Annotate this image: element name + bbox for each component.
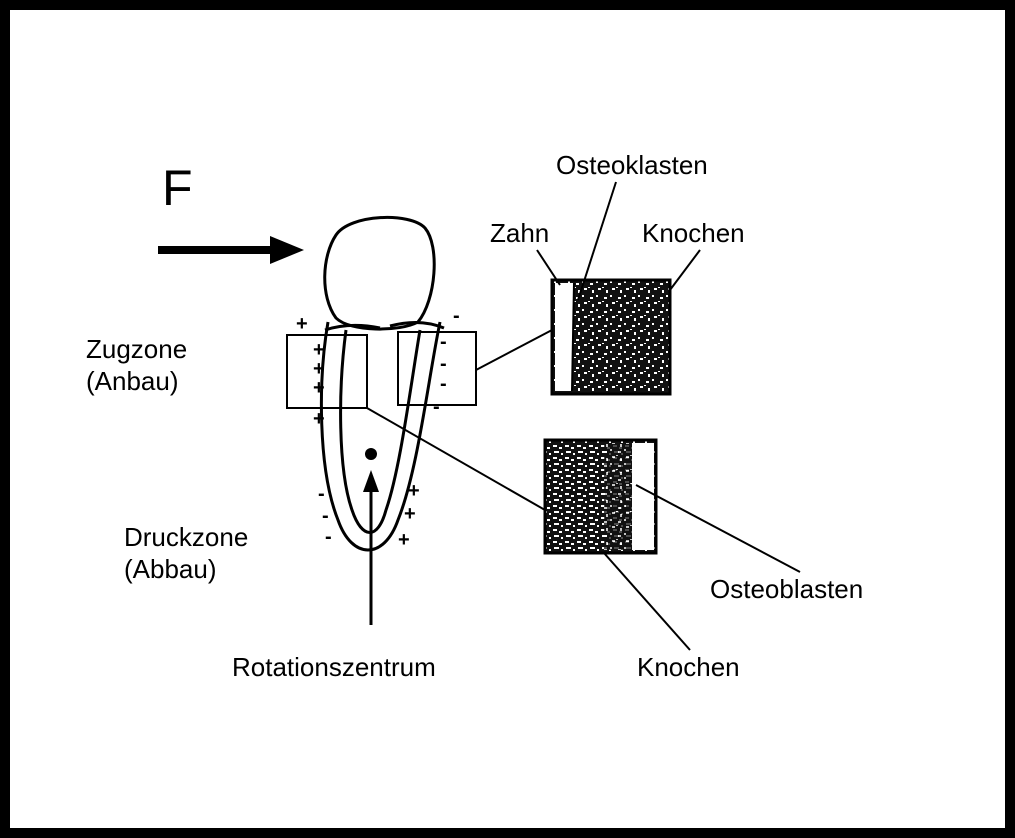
plus-sign: +	[313, 408, 325, 430]
rotation-center-dot	[365, 448, 377, 460]
plus-sign: +	[398, 529, 410, 551]
minus-sign: -	[440, 373, 447, 395]
bone-bottom-pointer	[604, 553, 690, 650]
osteoblasts-label: Osteoblasten	[710, 574, 863, 604]
bone-bottom-label: Knochen	[637, 652, 740, 682]
pressure-zone-label: Druckzone	[124, 522, 248, 552]
minus-sign: -	[453, 305, 460, 327]
rotation-center-label: Rotationszentrum	[232, 652, 436, 682]
plus-sign: +	[313, 377, 325, 399]
outer-border	[5, 5, 1010, 833]
minus-sign: -	[440, 331, 447, 353]
tooth-label: Zahn	[490, 218, 549, 248]
tension-zone-box	[287, 335, 367, 408]
minus-sign: -	[440, 353, 447, 375]
tooth-pointer	[537, 250, 560, 285]
tension-zone-note: (Anbau)	[86, 366, 179, 396]
tension-zone-label: Zugzone	[86, 334, 187, 364]
tension-detail-panel	[552, 280, 670, 394]
minus-sign: -	[322, 505, 329, 527]
minus-sign: -	[318, 483, 325, 505]
plus-sign: +	[408, 480, 420, 502]
tooth-root-outer	[321, 322, 440, 550]
osteoblasts-pointer	[636, 485, 800, 572]
minus-sign: -	[325, 526, 332, 548]
connector-line	[476, 330, 552, 370]
pressure-zone-note: (Abbau)	[124, 554, 217, 584]
bone-top-label: Knochen	[642, 218, 745, 248]
plus-sign: +	[296, 313, 308, 335]
force-label: F	[162, 160, 193, 216]
plus-sign: +	[404, 503, 416, 525]
tooth-crown	[325, 217, 434, 329]
connector-line	[367, 408, 545, 510]
force-arrow	[158, 236, 304, 264]
minus-sign: -	[433, 396, 440, 418]
pressure-detail-panel	[545, 440, 656, 553]
osteoclasts-label: Osteoklasten	[556, 150, 708, 180]
bone-top-pointer	[670, 250, 700, 290]
